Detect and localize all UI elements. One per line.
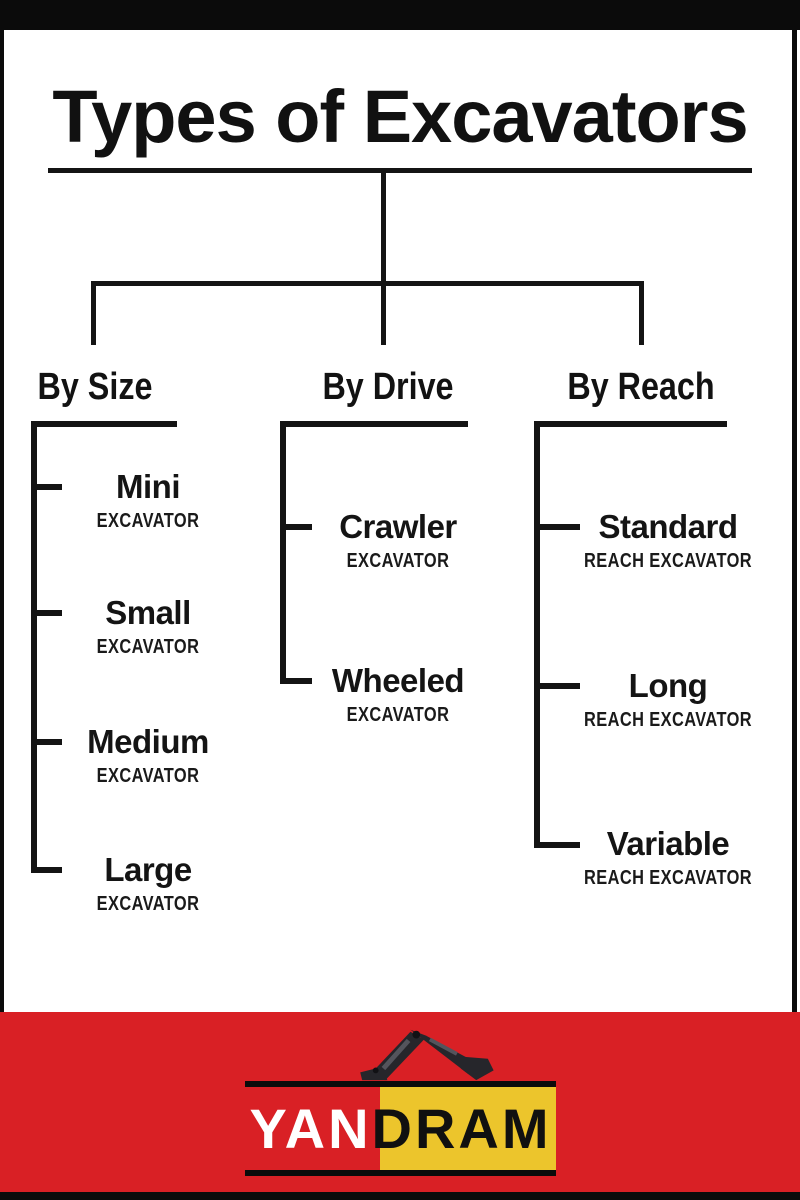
- item-sublabel: EXCAVATOR: [96, 510, 200, 532]
- bracket-drive-top: [280, 421, 468, 427]
- bracket-size-top: [31, 421, 177, 427]
- item-label: Long: [628, 667, 708, 704]
- category-item-standard: Standard REACH EXCAVATOR: [538, 505, 798, 573]
- excavator-arm-icon: [360, 1029, 494, 1081]
- item-sublabel: REACH EXCAVATOR: [583, 550, 753, 572]
- category-item-wheeled: Wheeled EXCAVATOR: [268, 659, 528, 727]
- bracket-reach-top: [534, 421, 727, 427]
- item-label: Wheeled: [331, 662, 465, 699]
- brand-text-yan: YAN: [249, 1096, 372, 1160]
- item-sublabel: EXCAVATOR: [346, 550, 450, 572]
- branch-header-by-size: By Size: [37, 366, 153, 408]
- page-title: Types of Excavators: [52, 75, 748, 158]
- bracket-reach-spine: [534, 421, 540, 848]
- item-label: Small: [105, 594, 191, 631]
- item-sublabel: REACH EXCAVATOR: [583, 867, 753, 889]
- item-sublabel: EXCAVATOR: [96, 636, 200, 658]
- category-item-mini: Mini EXCAVATOR: [18, 465, 278, 533]
- frame-right-line: [792, 30, 797, 1192]
- bracket-size-tick-4: [31, 867, 62, 873]
- category-item-crawler: Crawler EXCAVATOR: [268, 505, 528, 573]
- bracket-size-spine: [31, 421, 37, 873]
- branch-header-by-drive: By Drive: [322, 366, 454, 408]
- logo-red-half: [245, 1087, 380, 1170]
- bracket-drive-tick-2: [280, 678, 312, 684]
- item-sublabel: EXCAVATOR: [96, 765, 200, 787]
- category-item-long: Long REACH EXCAVATOR: [538, 664, 798, 732]
- brand-text-dram: DRAM: [371, 1096, 552, 1160]
- item-label: Variable: [606, 825, 730, 862]
- bracket-size-tick-3: [31, 739, 62, 745]
- item-label: Standard: [598, 508, 738, 545]
- trunk-stem: [381, 168, 386, 281]
- branch-stem-right: [639, 281, 644, 345]
- item-label: Mini: [116, 468, 180, 505]
- frame-left-line: [0, 30, 4, 1192]
- item-sublabel: EXCAVATOR: [346, 704, 450, 726]
- branch-stem-left: [91, 281, 96, 345]
- item-label: Large: [104, 851, 192, 888]
- item-label: Crawler: [339, 508, 457, 545]
- category-item-medium: Medium EXCAVATOR: [18, 720, 278, 788]
- bracket-size-tick-2: [31, 610, 62, 616]
- branch-stem-center: [381, 281, 386, 345]
- branch-crossbar: [91, 281, 644, 286]
- category-item-variable: Variable REACH EXCAVATOR: [538, 822, 798, 890]
- bracket-drive-spine: [280, 421, 286, 684]
- branch-header-by-reach: By Reach: [567, 366, 715, 408]
- item-sublabel: EXCAVATOR: [96, 893, 200, 915]
- frame-top-bar: [0, 0, 800, 30]
- item-label: Medium: [87, 723, 209, 760]
- title-underline: [48, 168, 752, 173]
- frame-bottom-bar: [0, 1192, 800, 1200]
- category-item-large: Large EXCAVATOR: [18, 848, 278, 916]
- bracket-size-tick-1: [31, 484, 62, 490]
- bracket-reach-tick-2: [534, 683, 580, 689]
- bracket-reach-tick-1: [534, 524, 580, 530]
- item-sublabel: REACH EXCAVATOR: [583, 709, 753, 731]
- bracket-drive-tick-1: [280, 524, 312, 530]
- category-item-small: Small EXCAVATOR: [18, 591, 278, 659]
- bracket-reach-tick-3: [534, 842, 580, 848]
